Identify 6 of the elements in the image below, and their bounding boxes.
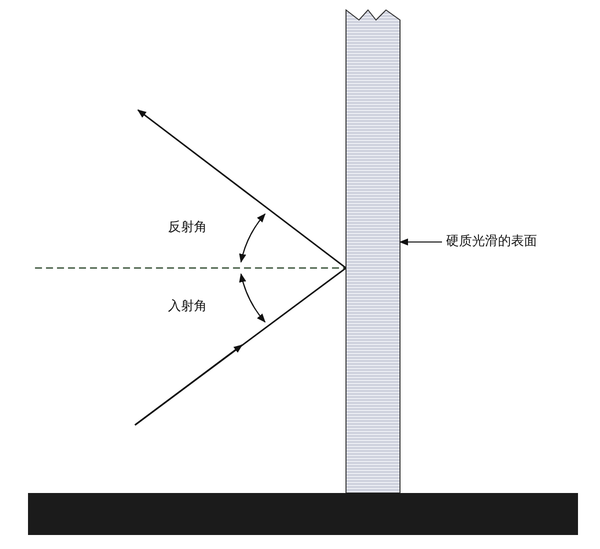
surface-label: 硬质光滑的表面 [446, 234, 537, 250]
leader-line [399, 238, 442, 246]
floor-slab [28, 493, 578, 535]
angle-label: 反射角 [168, 220, 207, 236]
wall [346, 8, 400, 494]
angle-label: 入射角 [168, 299, 207, 315]
